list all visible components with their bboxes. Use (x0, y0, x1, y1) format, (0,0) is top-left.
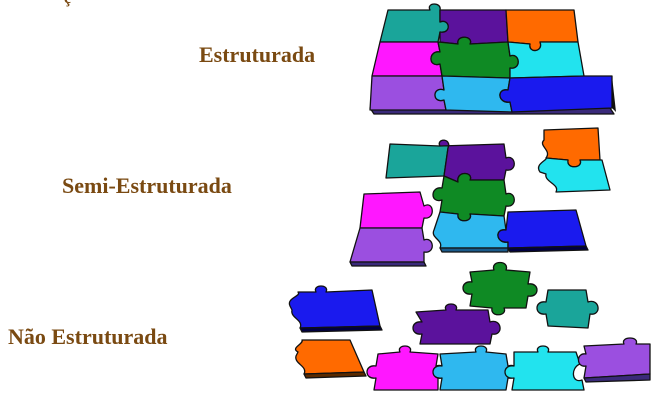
cropped-title-fragment: ç (64, 0, 71, 7)
label-nao-estruturada: Não Estruturada (8, 324, 168, 349)
puzzle-unstructured-icon (288, 261, 651, 391)
label-estruturada: Estruturada (199, 42, 316, 67)
label-semi-estruturada: Semi-Estruturada (62, 173, 232, 198)
puzzle-semi-structured-icon (349, 127, 611, 267)
puzzle-structured-icon (369, 3, 616, 115)
